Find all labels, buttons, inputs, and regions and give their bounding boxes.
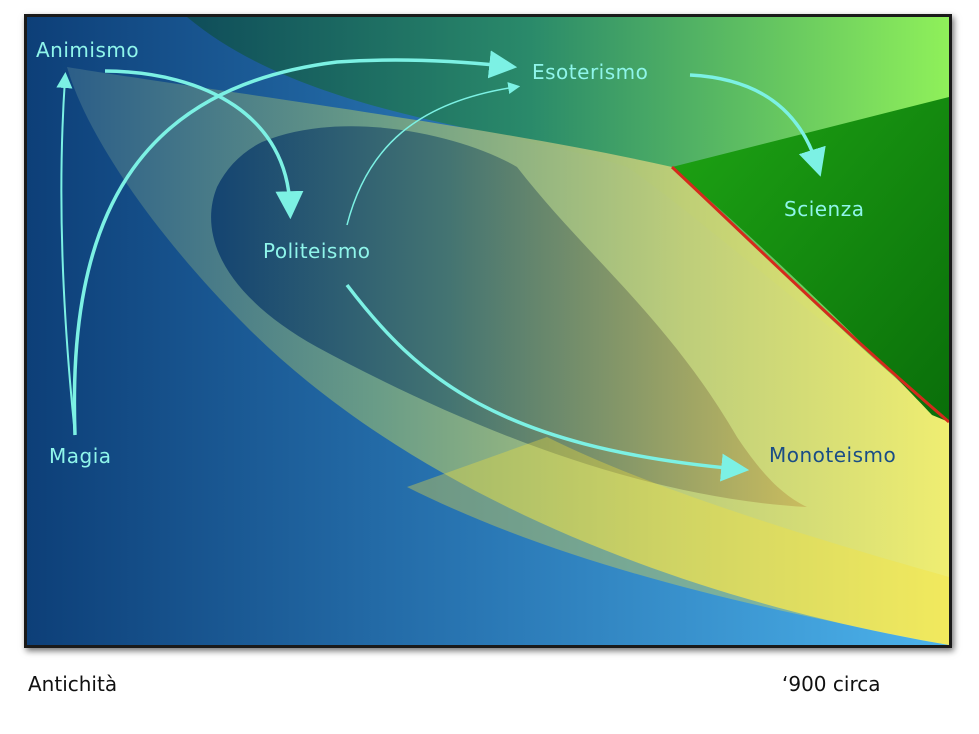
religion-evolution-diagram: Animismo Esoterismo Politeismo Scienza M… (27, 17, 949, 645)
arrow-politeismo-to-monoteismo (345, 283, 750, 482)
arrow-animismo-to-politeismo (104, 69, 304, 220)
node-animismo: Animismo (36, 38, 139, 62)
node-magia: Magia (49, 444, 112, 468)
node-scienza: Scienza (784, 197, 864, 221)
node-esoterismo: Esoterismo (532, 60, 648, 84)
node-monoteismo: Monoteismo (769, 443, 896, 467)
science-region (672, 97, 949, 422)
time-axis-end-label: ‘900 circa (782, 672, 881, 696)
time-axis-start-label: Antichità (28, 672, 118, 696)
polytheism-region (211, 126, 807, 507)
arrow-magia-to-animismo (56, 72, 76, 436)
esoteric-region (187, 17, 949, 417)
arrow-magia-to-esoterismo (72, 50, 518, 436)
arrow-esoterismo-to-scienza (689, 73, 826, 177)
arrow-politeismo-to-esoterismo (346, 82, 521, 226)
node-politeismo: Politeismo (263, 239, 371, 263)
band-lower-edge (407, 437, 949, 645)
science-boundary-line (670, 165, 949, 424)
